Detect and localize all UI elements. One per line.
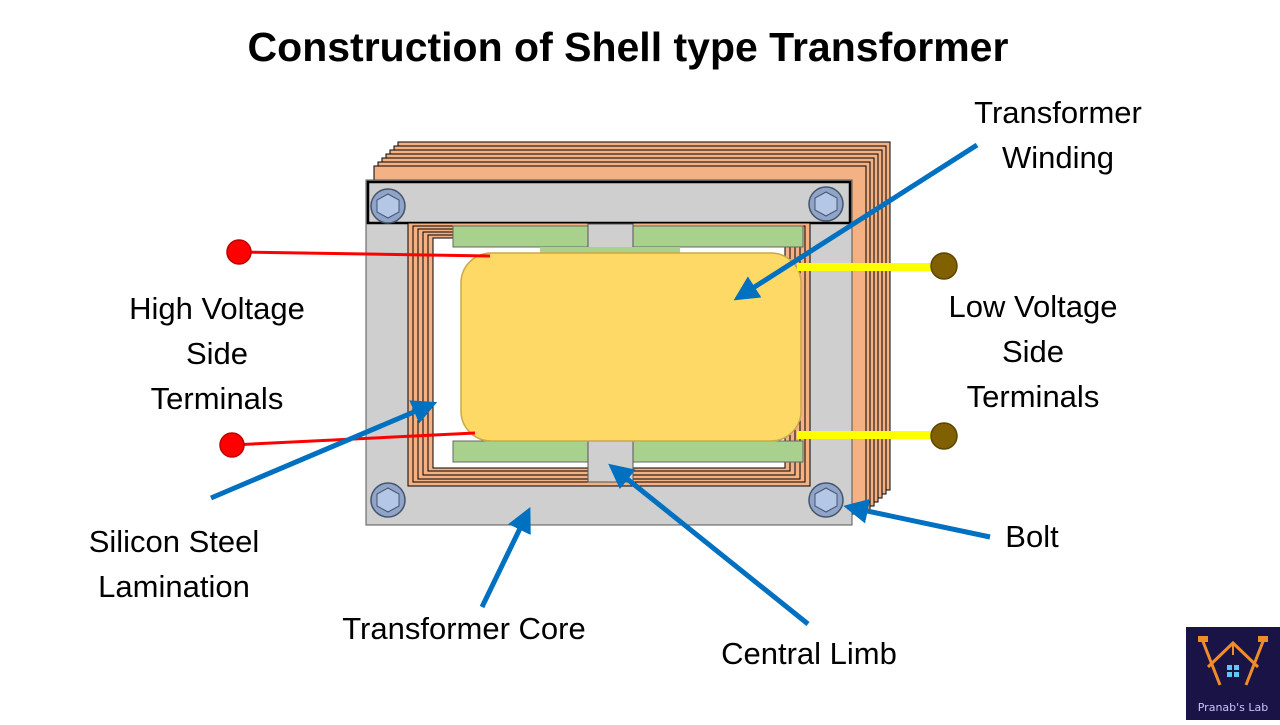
bolt-icon — [808, 482, 844, 518]
label-line: Transformer — [974, 95, 1142, 130]
hv-wire-top — [238, 250, 491, 258]
label-line: Terminals — [966, 379, 1100, 414]
label-lamination: Silicon Steel Lamination — [72, 519, 276, 609]
bolt-icon — [370, 482, 406, 518]
label-line: Side — [185, 336, 249, 371]
transformer-winding — [460, 252, 802, 442]
arrow-central-limb — [608, 463, 810, 626]
label-line: Terminals — [150, 381, 284, 416]
bolt-icon — [370, 188, 406, 224]
label-transformer-winding: Transformer Winding — [958, 90, 1158, 180]
label-line: Silicon Steel — [88, 524, 260, 559]
logo-text: Pranab's Lab — [1197, 701, 1269, 714]
arrow-lamination — [210, 400, 438, 501]
label-bolt: Bolt — [1005, 519, 1059, 554]
hv-terminal-bottom — [219, 432, 245, 458]
label-line: Low Voltage — [948, 289, 1118, 324]
label-line: Lamination — [98, 569, 250, 604]
lv-terminal-bottom — [930, 422, 958, 450]
label-lv-terminals: Low Voltage Side Terminals — [928, 284, 1138, 419]
bolt-icon — [808, 186, 844, 222]
hv-terminal-top — [226, 239, 252, 265]
label-central-limb: Central Limb — [721, 636, 897, 671]
label-line: Winding — [1002, 140, 1114, 175]
lv-terminal-top — [930, 252, 958, 280]
brand-logo: Pranab's Lab — [1186, 627, 1280, 720]
arrow-core — [479, 506, 531, 609]
arrow-bolt — [843, 498, 991, 540]
label-transformer-core: Transformer Core — [342, 611, 586, 646]
page-title: Construction of Shell type Transformer — [247, 24, 1009, 70]
arrow-winding — [733, 142, 979, 301]
label-hv-terminals: High Voltage Side Terminals — [112, 286, 322, 421]
label-line: Side — [1001, 334, 1065, 369]
house-tools-icon — [1198, 636, 1268, 686]
label-line: High Voltage — [129, 291, 305, 326]
